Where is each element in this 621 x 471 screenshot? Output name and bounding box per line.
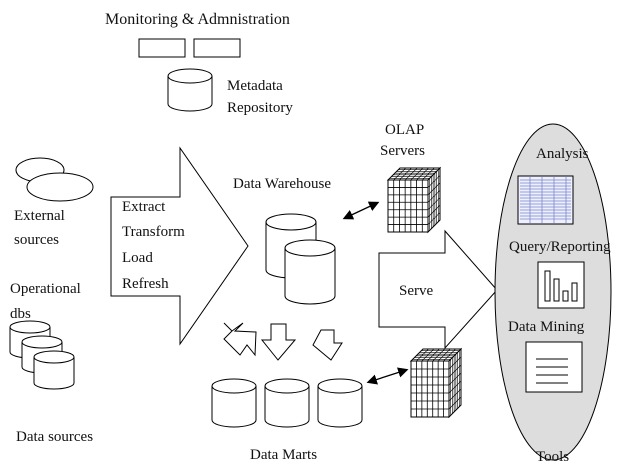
olap-cube-bottom — [409, 347, 463, 419]
etl-transform-label: Transform — [122, 224, 185, 240]
etl-arrow — [110, 146, 249, 346]
olap-cube-top — [386, 166, 442, 234]
data-sources-label: Data sources — [16, 429, 94, 445]
data-warehouse-cylinders — [265, 213, 336, 305]
operational-dbs-cylinders — [9, 320, 75, 390]
serve-label: Serve — [399, 283, 434, 299]
analysis-table-icon — [517, 175, 574, 225]
data-mart-down-arrows — [223, 322, 343, 361]
data-mining-document-icon — [525, 341, 583, 393]
query-reporting-chart-icon — [537, 261, 585, 309]
external-sources-icon — [15, 157, 94, 202]
metadata-label: Metadata — [227, 78, 283, 94]
monitoring-administration-label: Monitoring & Admnistration — [105, 11, 290, 28]
data-marts-cylinders — [211, 378, 363, 428]
query-reporting-label: Query/Reporting — [509, 239, 611, 255]
etl-extract-label: Extract — [122, 199, 166, 215]
monitoring-boxes — [138, 38, 241, 58]
external-label: External — [14, 208, 65, 224]
data-warehouse-label: Data Warehouse — [233, 176, 332, 192]
warehouse-olap-arrow — [342, 201, 380, 220]
metadata-repository-cylinder — [167, 68, 213, 112]
analysis-label: Analysis — [536, 146, 589, 162]
serve-arrow — [378, 229, 498, 350]
tools-label: Tools — [536, 449, 570, 465]
sources-label: sources — [14, 232, 59, 248]
olap-label: OLAP — [385, 122, 425, 138]
marts-olap-arrow — [366, 367, 409, 385]
servers-label: Servers — [380, 143, 425, 159]
etl-refresh-label: Refresh — [122, 276, 169, 292]
dbs-label: dbs — [10, 306, 31, 322]
etl-load-label: Load — [122, 250, 153, 266]
data-mining-label: Data Mining — [508, 319, 585, 335]
data-marts-label: Data Marts — [250, 447, 318, 463]
operational-label: Operational — [10, 281, 81, 297]
repository-label: Repository — [227, 100, 293, 116]
